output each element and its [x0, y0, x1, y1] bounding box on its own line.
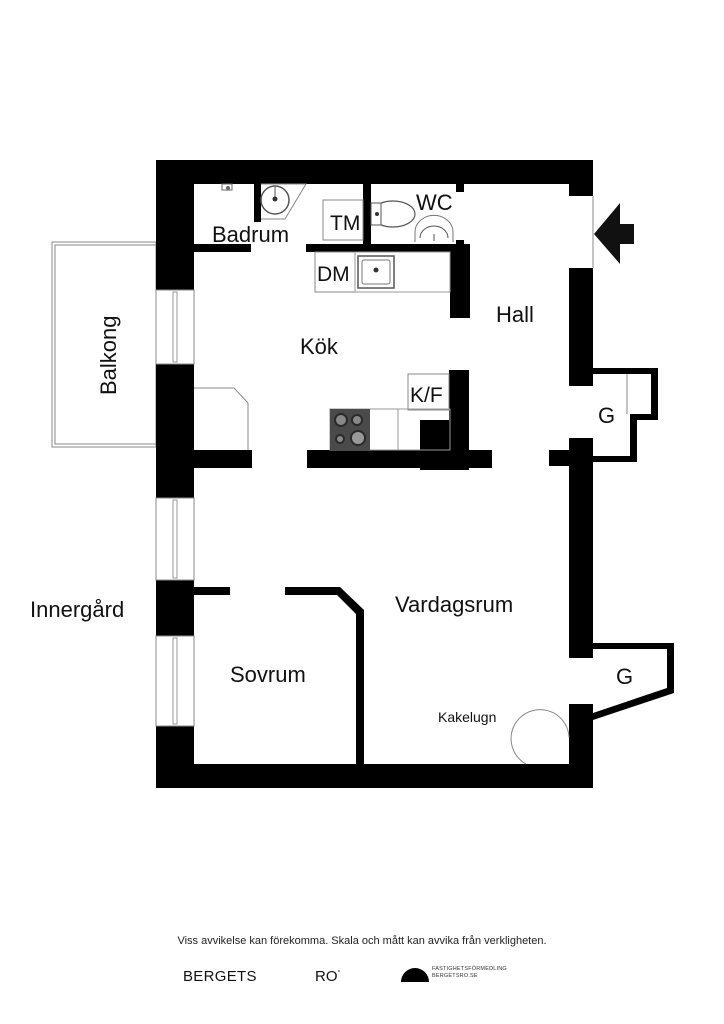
closet-upper — [593, 368, 658, 462]
brand-line-1: FASTIGHETSFÖRMEDLING — [432, 966, 507, 972]
label-dm: DM — [317, 263, 350, 286]
interior-walls — [194, 184, 492, 764]
brand-logo-ro: RO° — [315, 968, 340, 985]
tiled-stove-icon — [510, 709, 570, 765]
label-kf: K/F — [410, 384, 443, 407]
label-hall: Hall — [496, 302, 534, 327]
label-vardagsrum: Vardagsrum — [395, 592, 513, 617]
kitchen-fixtures — [194, 251, 451, 451]
label-sovrum: Sovrum — [230, 662, 306, 687]
faucet-icon — [221, 183, 233, 191]
entrance-arrow-icon — [592, 196, 634, 268]
fridge-box — [407, 373, 450, 411]
brand-line-2: BERGETSRO.SE — [432, 973, 478, 979]
brand-ro-sup: ° — [337, 970, 341, 977]
disclaimer-text: Viss avvikelse kan förekomma. Skala och … — [177, 935, 547, 947]
toilet-icon — [370, 200, 416, 228]
label-tm: TM — [330, 212, 360, 235]
sink-icon — [357, 255, 395, 289]
brand-logo-bergets: BERGETS — [183, 968, 257, 985]
outer-walls — [156, 160, 593, 788]
washbasin-icon — [260, 183, 307, 220]
washbasin-icon — [414, 214, 454, 242]
label-g-upper: G — [598, 403, 615, 428]
windows — [155, 289, 195, 727]
label-badrum: Badrum — [212, 222, 289, 247]
stove-icon — [330, 409, 370, 450]
brand-logo-text: FASTIGHETSFÖRMEDLING BERGETSRO.SE — [432, 966, 507, 980]
label-kakelugn: Kakelugn — [438, 709, 496, 725]
label-kok: Kök — [300, 334, 339, 359]
closet-lower — [593, 643, 674, 720]
brand-ro-text: RO — [315, 968, 338, 985]
washing-machine-box — [322, 199, 364, 241]
label-wc: WC — [416, 190, 453, 215]
bathroom-fixtures — [221, 183, 454, 242]
label-innergard: Innergård — [30, 597, 124, 622]
half-circle-logo-icon — [401, 968, 429, 982]
label-balkong: Balkong — [96, 315, 121, 395]
label-g-lower: G — [616, 664, 633, 689]
